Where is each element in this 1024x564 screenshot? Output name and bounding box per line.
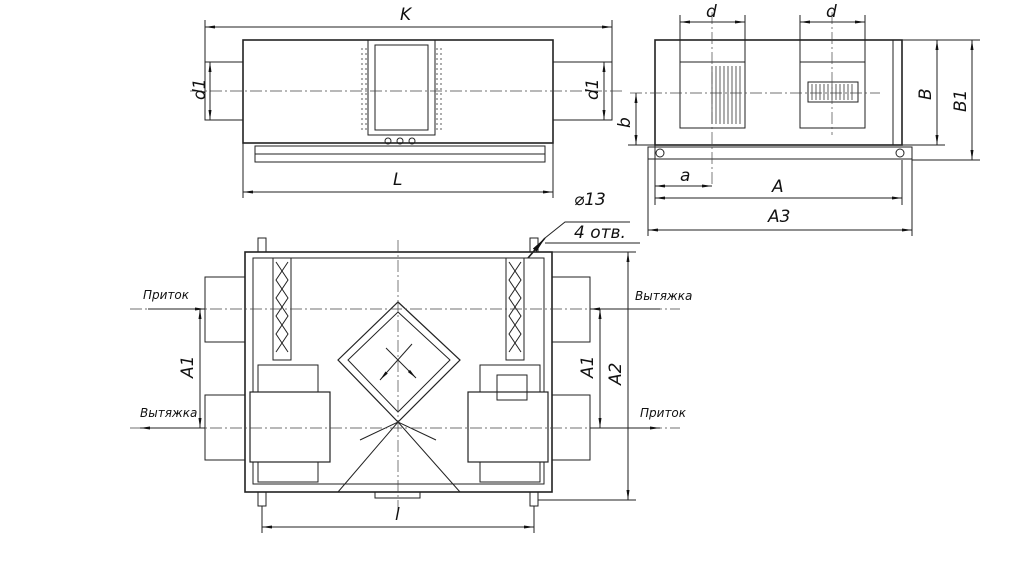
dim-A3-label: A3 (767, 207, 790, 227)
dim-B1-label: B1 (951, 90, 971, 112)
flow-label-right-bottom: Приток (640, 406, 687, 420)
dim-l-label: l (395, 505, 400, 525)
flow-label-left-bottom: Вытяжка (140, 406, 197, 420)
front-view: K L d1 d1 (190, 5, 625, 198)
hole-diameter-label: ⌀13 (574, 190, 606, 210)
dim-A-label: A (771, 177, 784, 197)
plan-view: Приток Вытяжка Вытяжка Приток A1 A1 A2 l… (130, 190, 692, 533)
flow-label-left-top: Приток (143, 288, 190, 302)
hole-count-label: 4 отв. (574, 223, 626, 243)
dim-d-left-label: d (706, 2, 717, 22)
dim-d1-left-label: d1 (190, 78, 210, 100)
dim-A1-left-label: A1 (178, 356, 198, 379)
side-view: d d b B B1 a A A3 (615, 2, 980, 236)
dim-a-label: a (680, 166, 690, 186)
dim-A2-label: A2 (606, 363, 626, 386)
dim-A1-right-label: A1 (578, 356, 598, 379)
dim-b-label: b (615, 117, 635, 128)
dim-d-right-label: d (826, 2, 837, 22)
dim-K-label: K (400, 5, 413, 25)
dim-B-label: B (916, 88, 936, 100)
dim-d1-right-label: d1 (583, 78, 603, 100)
flow-label-right-top: Вытяжка (635, 289, 692, 303)
dim-L-label: L (393, 170, 402, 190)
